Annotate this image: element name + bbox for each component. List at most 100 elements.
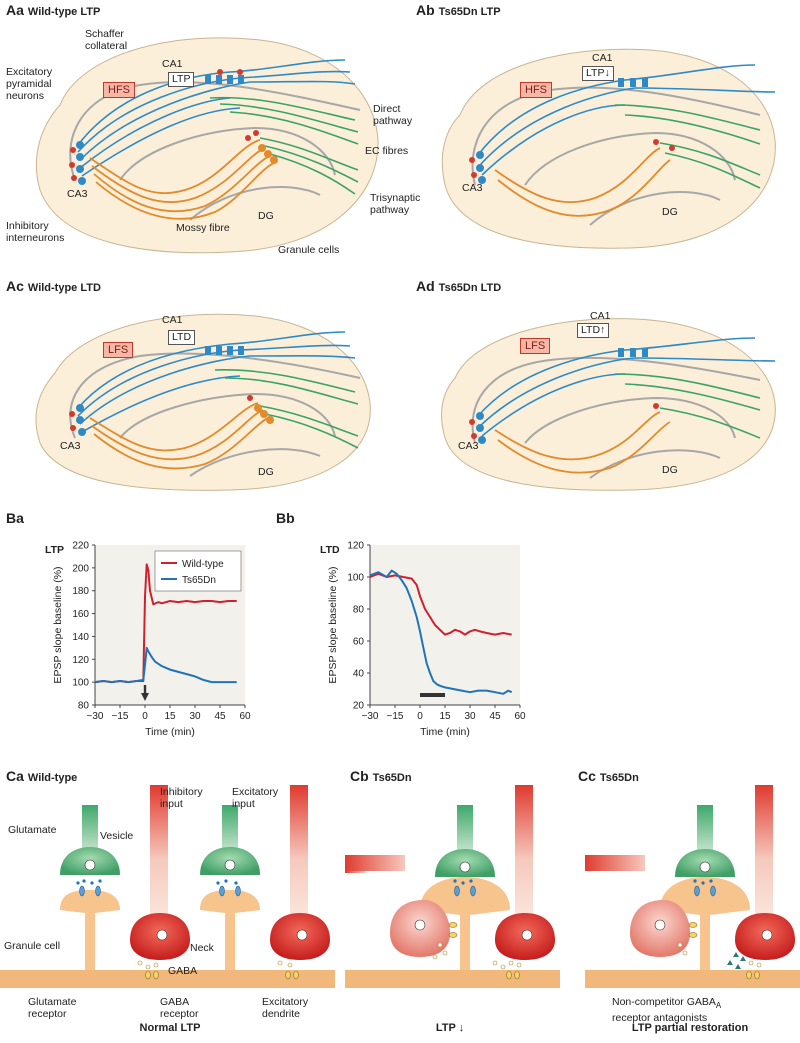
y-axis-label: EPSP slope baseline (%): [52, 566, 64, 683]
direct-pathway-label: Direct pathway: [373, 103, 413, 127]
neck-label: Neck: [190, 942, 214, 954]
ca3-label-aa: CA3: [67, 188, 88, 200]
glutamate-label: Glutamate: [8, 824, 57, 836]
x-tick-label: 15: [164, 711, 176, 722]
hfs-label-ab: HFS: [520, 82, 552, 98]
hippocampus-ac: [35, 313, 371, 491]
vesicle-label: Vesicle: [100, 830, 134, 842]
x-tick-label: −15: [387, 711, 404, 722]
y-tick-label: 180: [72, 586, 89, 597]
x-tick-label: 60: [514, 711, 526, 722]
caption-cb: LTP ↓: [435, 1022, 465, 1034]
y-tick-label: 220: [72, 541, 89, 552]
ca1-label-ad: CA1: [590, 310, 611, 322]
x-axis-label: Time (min): [420, 726, 470, 738]
y-tick-label: 100: [347, 573, 364, 584]
x-axis-label: Time (min): [145, 726, 195, 738]
x-tick-label: 30: [464, 711, 476, 722]
trisynaptic-label: Trisynaptic pathway: [370, 192, 421, 216]
x-tick-label: −30: [362, 711, 379, 722]
x-tick-label: 45: [214, 711, 226, 722]
ca1-label-ab: CA1: [592, 52, 613, 64]
dg-label-ad: DG: [662, 464, 678, 476]
x-tick-label: 0: [142, 711, 148, 722]
y-tick-label: 120: [347, 541, 364, 552]
lfs-label-ac: LFS: [103, 342, 134, 358]
chart-title: LTD: [320, 544, 340, 556]
series-line-ts65dn: [369, 569, 513, 695]
ca3-label-ab: CA3: [462, 182, 483, 194]
mossy-fibre-label: Mossy fibre: [176, 222, 230, 234]
dg-label-ab: DG: [662, 206, 678, 218]
lfs-label-ad: LFS: [520, 338, 551, 354]
y-tick-label: 120: [72, 655, 89, 666]
x-tick-label: 30: [189, 711, 201, 722]
panel-ba-label: Ba: [6, 510, 24, 526]
chart-title: LTP: [45, 544, 64, 556]
series-line-ts65dn: [94, 646, 237, 684]
ltd-box-ac: LTD: [168, 330, 196, 345]
excitatory-input-label: Excitatory input: [232, 786, 279, 810]
ltp-chart: 80 100 120 140 160 180 200 220 −30 −15 0 15 30 45 60Ti…: [45, 541, 251, 739]
excitatory-dendrite-label: Excitatory dendrite: [262, 996, 309, 1020]
schaffer-label: Schaffer collateral: [85, 28, 128, 52]
dg-label-ac: DG: [258, 466, 274, 478]
y-tick-label: 200: [72, 563, 89, 574]
series-line-wild-type: [369, 572, 512, 636]
gaba-label: GABA: [168, 965, 198, 977]
panel-bb-label: Bb: [276, 510, 295, 526]
legend-label: Ts65Dn: [182, 575, 216, 586]
y-tick-label: 20: [353, 701, 365, 712]
ca1-label-aa: CA1: [162, 58, 183, 70]
x-tick-label: 0: [417, 711, 423, 722]
dg-label-aa: DG: [258, 210, 274, 222]
y-tick-label: 80: [78, 701, 90, 712]
hippocampus-ab: [441, 48, 776, 249]
ltd-up-box-ad: LTD↑: [577, 323, 610, 338]
y-tick-label: 100: [72, 678, 89, 689]
ec-fibres-label: EC fibres: [365, 145, 409, 157]
legend-box: [154, 550, 242, 592]
y-axis-label: EPSP slope baseline (%): [327, 566, 339, 683]
synapse-wildtype: [0, 785, 335, 988]
ca3-label-ac: CA3: [60, 440, 81, 452]
hippocampus-ad: [441, 318, 776, 491]
inhibitory-interneurons-label: Inhibitory interneurons: [6, 220, 65, 244]
y-tick-label: 60: [353, 637, 365, 648]
x-tick-label: 45: [489, 711, 501, 722]
legend-label: Wild-type: [182, 559, 224, 570]
gaba-receptor-label: GABA receptor: [160, 996, 199, 1020]
x-tick-label: −30: [87, 711, 104, 722]
y-tick-label: 80: [353, 605, 365, 616]
x-tick-label: −15: [112, 711, 129, 722]
excitatory-label: Excitatory pyramidal neurons: [6, 66, 53, 102]
plot-background: [370, 545, 520, 705]
y-tick-label: 40: [353, 669, 365, 680]
x-tick-label: 15: [439, 711, 451, 722]
ca3-label-ad: CA3: [458, 440, 479, 452]
synapse-ts65dn-antagonist: [585, 785, 800, 988]
ltp-down-box-ab: LTP↓: [582, 66, 614, 81]
granule-cell-label: Granule cell: [4, 940, 61, 952]
caption-cc: LTP partial restoration: [631, 1022, 749, 1034]
ca1-label-ac: CA1: [162, 314, 183, 326]
caption-ca: Normal LTP: [139, 1022, 201, 1034]
stimulus-arrow: [141, 685, 149, 701]
y-tick-label: 160: [72, 609, 89, 620]
glutamate-receptor-label: Glutamate receptor: [28, 996, 77, 1020]
x-tick-label: 60: [239, 711, 251, 722]
y-tick-label: 140: [72, 632, 89, 643]
granule-cells-label: Granule cells: [278, 244, 340, 256]
inhibitory-input-label: Inhibitory input: [160, 786, 203, 810]
hfs-label-aa: HFS: [103, 82, 135, 98]
ltp-box-aa: LTP: [168, 72, 195, 87]
stimulus-bar: [420, 693, 445, 697]
